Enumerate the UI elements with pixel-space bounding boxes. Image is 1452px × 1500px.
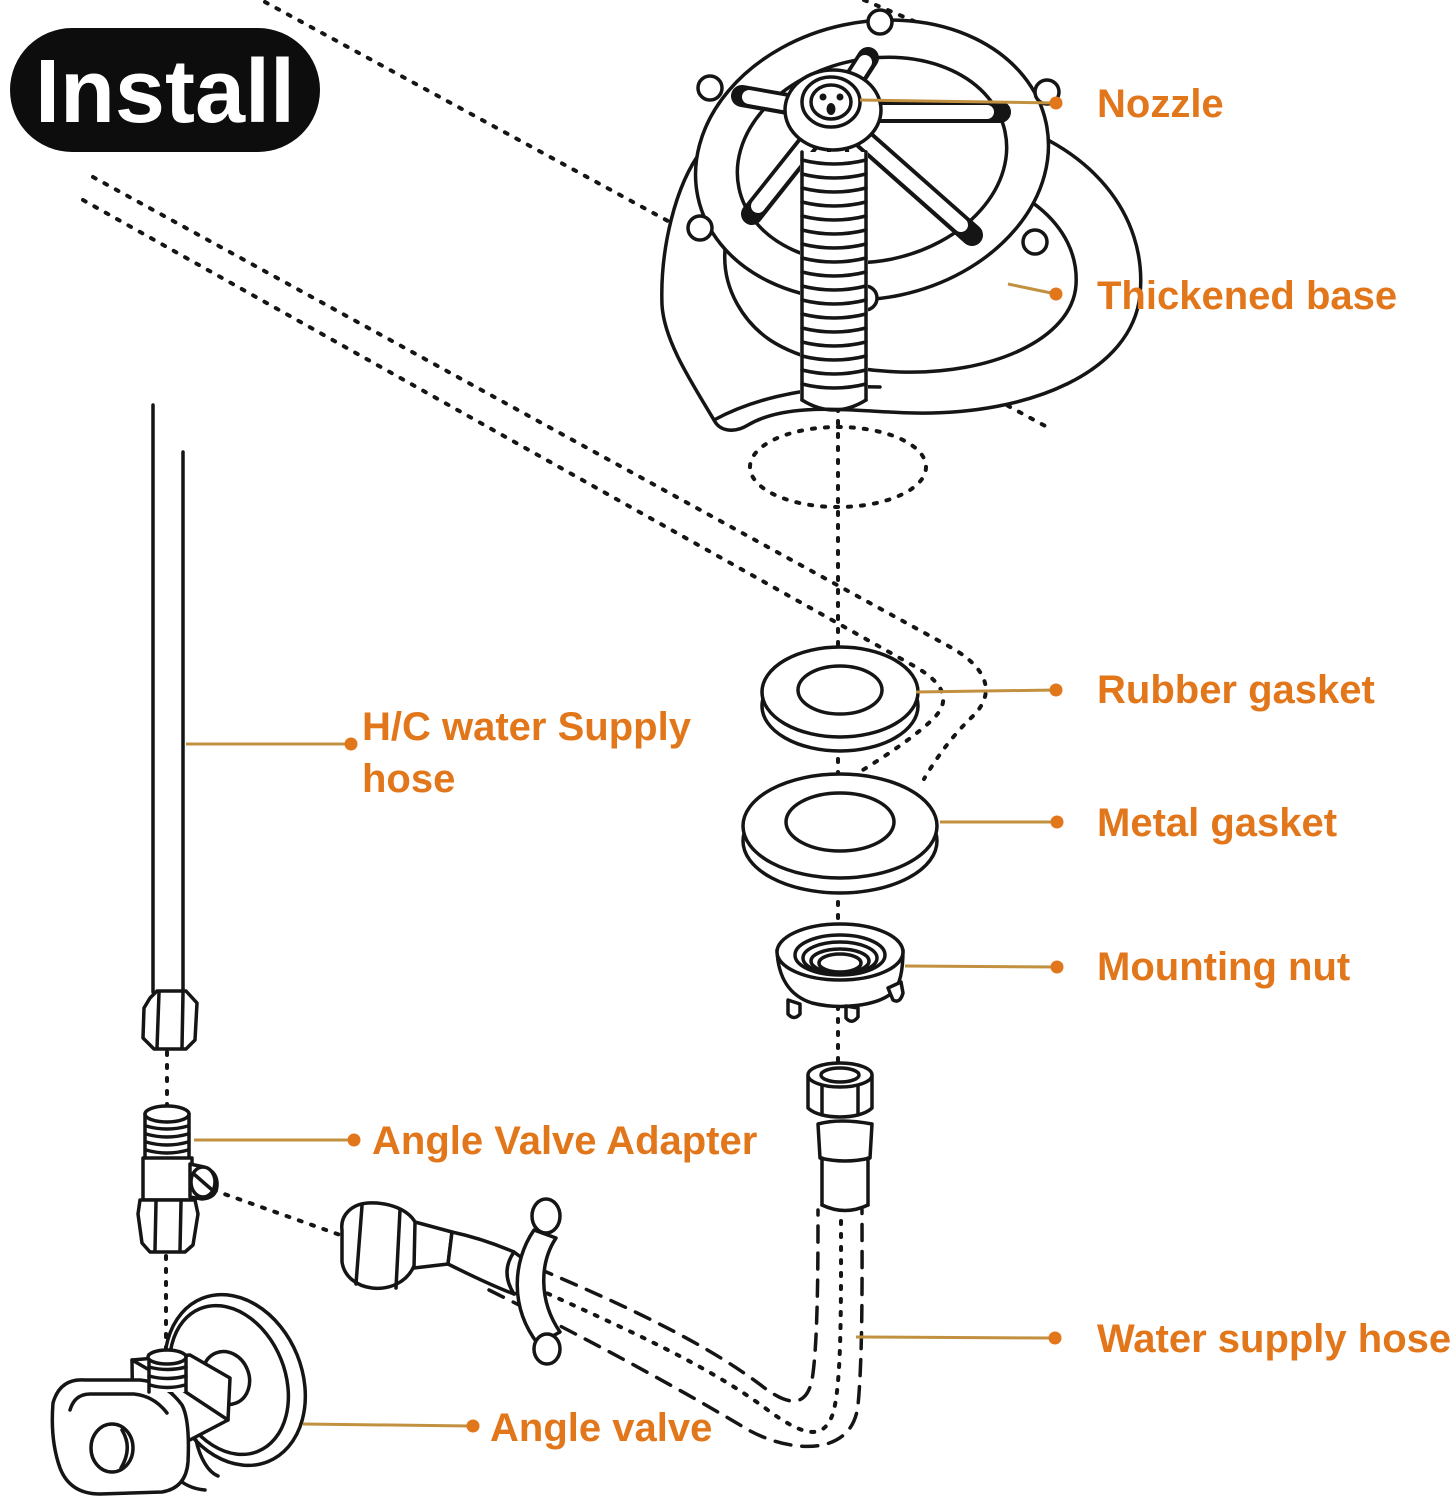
- leader-dot: [1048, 1331, 1062, 1345]
- install-badge: Install: [10, 28, 320, 152]
- nozzle-hub-drawing: [783, 68, 883, 152]
- label-hc-supply-hose: H/C water Supply hose: [186, 705, 692, 801]
- leader-dot: [1050, 960, 1064, 974]
- label-water-supply-hose: Water supply hose: [855, 1317, 1451, 1361]
- nut-prong: [844, 1004, 860, 1023]
- rim-bump: [686, 214, 714, 242]
- label-angle-valve-adapter-text: Angle Valve Adapter: [372, 1119, 757, 1163]
- leader-line: [915, 688, 1057, 694]
- leader-dot: [466, 1419, 480, 1433]
- counter-hole-dotted-ellipse: [748, 425, 928, 509]
- rim-bump: [696, 74, 724, 102]
- leader-line: [302, 1422, 471, 1428]
- label-metal-gasket: Metal gasket: [940, 801, 1337, 845]
- rim-bump: [1021, 228, 1049, 256]
- nut-prong: [786, 998, 802, 1020]
- label-thickened-base: Thickened base: [1007, 274, 1397, 318]
- leader-dot: [1049, 287, 1063, 301]
- label-mounting-nut-text: Mounting nut: [1097, 945, 1350, 989]
- leader-dot: [1049, 96, 1063, 110]
- threaded-bolt-drawing: [800, 150, 868, 412]
- hose-top-connector-drawing: [806, 1061, 874, 1213]
- leader-line: [855, 1335, 1053, 1340]
- label-water-supply-hose-text: Water supply hose: [1097, 1317, 1451, 1361]
- spray-hole: [836, 93, 844, 101]
- rubber-gasket-drawing: [760, 645, 920, 753]
- mounting-nut-drawing: [775, 922, 905, 1023]
- spray-hole: [826, 103, 836, 115]
- leader-line: [1007, 282, 1057, 296]
- leader-dot: [1050, 815, 1064, 829]
- spray-hole: [819, 93, 827, 101]
- hose-clip-drawing: [515, 1197, 562, 1366]
- label-angle-valve: Angle valve: [302, 1406, 712, 1450]
- label-angle-valve-adapter: Angle Valve Adapter: [194, 1119, 757, 1163]
- angle-valve-adapter-drawing: [136, 1104, 219, 1354]
- label-hc-supply-hose-text2: hose: [362, 757, 455, 801]
- install-badge-pill: [10, 28, 320, 152]
- label-nozzle: Nozzle: [859, 82, 1224, 126]
- leader-dot: [347, 1133, 361, 1147]
- hose-end-connector-drawing: [211, 1188, 535, 1296]
- label-rubber-gasket-text: Rubber gasket: [1097, 668, 1375, 712]
- label-mounting-nut: Mounting nut: [904, 945, 1350, 989]
- nut-prong: [886, 980, 905, 1003]
- leader-dot: [344, 737, 358, 751]
- hc-supply-hose-drawing: [141, 403, 199, 1112]
- label-nozzle-text: Nozzle: [1097, 82, 1224, 126]
- metal-gasket-drawing: [741, 772, 939, 895]
- angle-valve-drawing: [50, 1292, 308, 1496]
- label-rubber-gasket: Rubber gasket: [915, 668, 1375, 712]
- label-angle-valve-text: Angle valve: [490, 1406, 712, 1450]
- rim-bump: [866, 8, 894, 36]
- label-thickened-base-text: Thickened base: [1097, 274, 1397, 318]
- leader-line: [904, 964, 1058, 969]
- label-metal-gasket-text: Metal gasket: [1097, 801, 1337, 845]
- leader-line: [859, 98, 1057, 105]
- install-badge-label: Install: [35, 42, 295, 142]
- label-hc-supply-hose-text1: H/C water Supply: [362, 705, 692, 749]
- water-supply-hose-drawing: [485, 1208, 864, 1449]
- leader-dot: [1049, 683, 1063, 697]
